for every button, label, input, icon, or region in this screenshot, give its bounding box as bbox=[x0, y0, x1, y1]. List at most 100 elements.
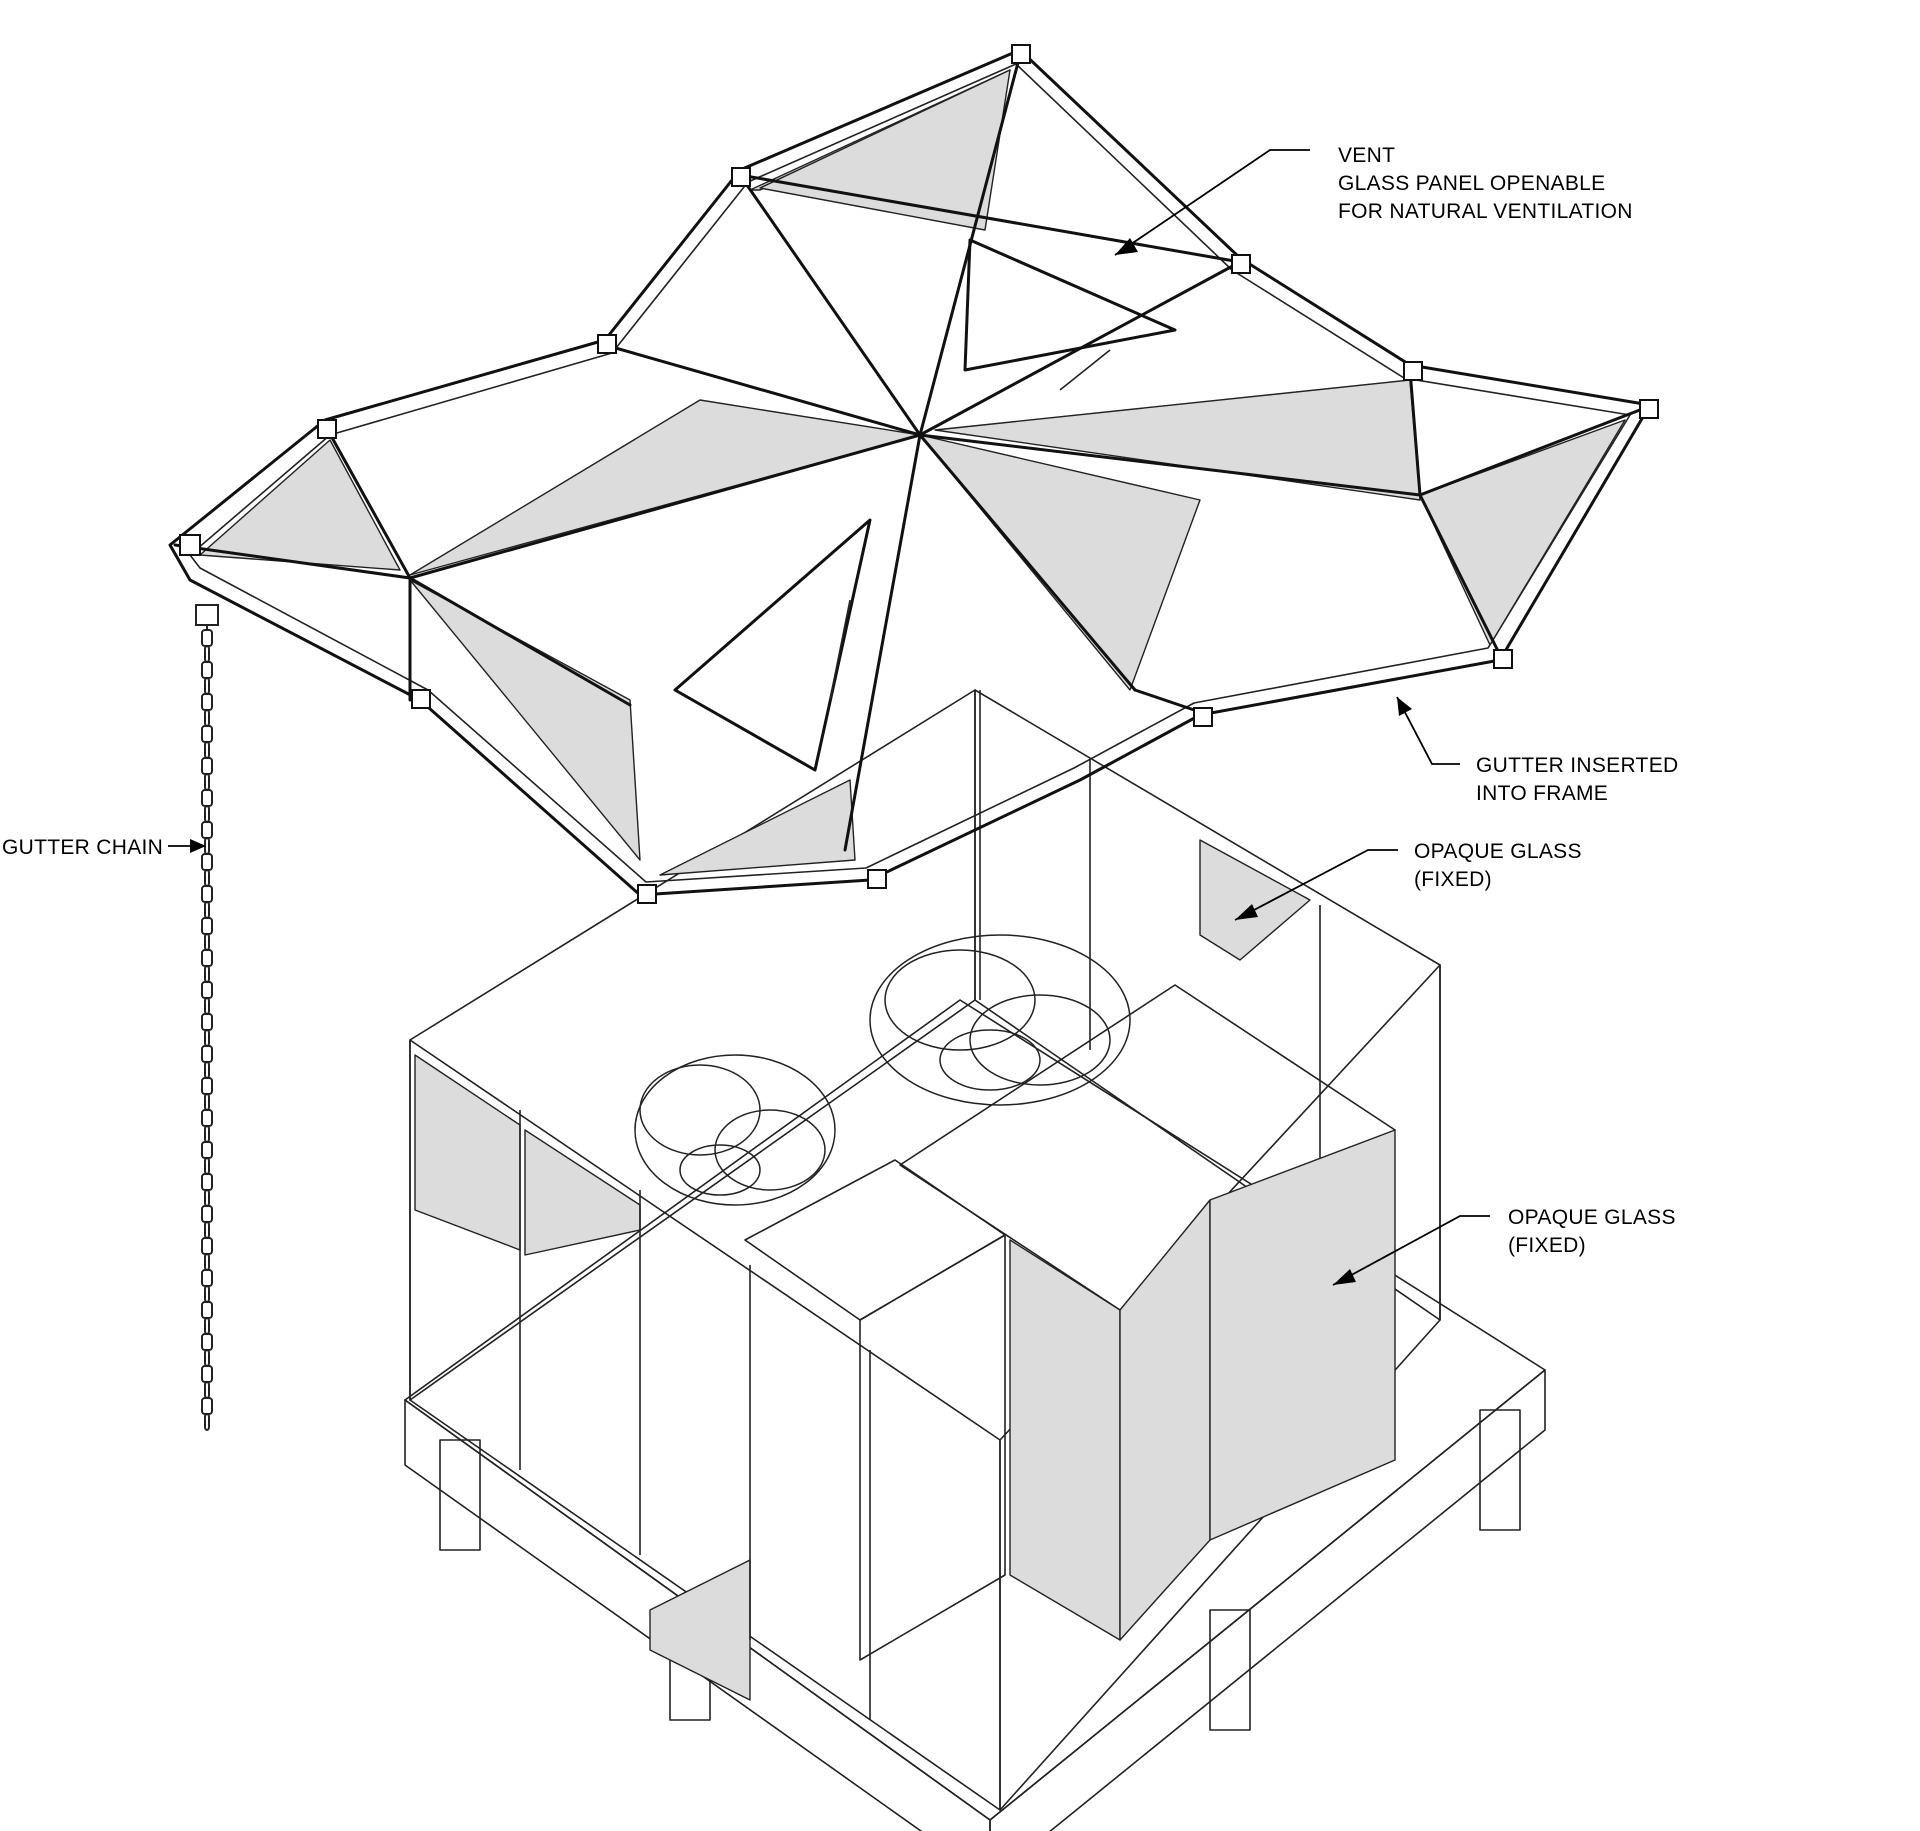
left-wall-opaque-panel bbox=[524, 1129, 641, 1256]
vent-line-1: GLASS PANEL OPENABLE bbox=[1338, 172, 1605, 195]
gutter-chain-icon bbox=[195, 604, 219, 1431]
chain-link bbox=[204, 677, 210, 695]
core-left-face bbox=[1009, 1239, 1121, 1641]
platform-leg bbox=[1479, 1409, 1521, 1531]
roof-inner-frame bbox=[189, 63, 1631, 883]
chain-link bbox=[201, 917, 213, 935]
leader-opaque-lower-arrow bbox=[1333, 1269, 1356, 1285]
chain-link bbox=[201, 1173, 213, 1191]
chain-link bbox=[204, 709, 210, 727]
core-small-box bbox=[744, 1159, 1006, 1321]
leader-gutter bbox=[1396, 696, 1460, 765]
leader-gutter-arrow bbox=[1397, 697, 1412, 716]
opaque-lower-line-1: OPAQUE GLASS bbox=[1508, 1206, 1676, 1229]
annotation-vent: VENT GLASS PANEL OPENABLE FOR NATURAL VE… bbox=[1338, 144, 1633, 223]
chain-link bbox=[204, 1189, 210, 1207]
chain-link bbox=[201, 693, 213, 711]
platform-right-face bbox=[989, 1369, 1546, 1831]
right-wall-opaque-panel bbox=[1199, 839, 1311, 961]
chain-link bbox=[204, 965, 210, 983]
chain-link bbox=[204, 645, 210, 663]
leader-vent bbox=[1114, 149, 1310, 256]
chain-link bbox=[204, 805, 210, 823]
vent-arm bbox=[829, 599, 851, 701]
chain-link bbox=[204, 1093, 210, 1111]
chain-link bbox=[204, 1413, 210, 1431]
vent-title: VENT bbox=[1338, 144, 1395, 167]
chain-link bbox=[204, 1221, 210, 1239]
chain-link bbox=[204, 901, 210, 919]
annotation-gutter-chain: GUTTER CHAIN bbox=[2, 836, 163, 859]
vent-arm bbox=[1059, 349, 1111, 391]
chain-link bbox=[201, 661, 213, 679]
vent-panel-lower bbox=[673, 518, 872, 772]
chain-link bbox=[204, 773, 210, 791]
chain-link bbox=[201, 949, 213, 967]
annotation-gutter: GUTTER INSERTED INTO FRAME bbox=[1476, 754, 1678, 805]
platform-front-face bbox=[404, 1399, 991, 1831]
annotation-opaque-lower: OPAQUE GLASS (FIXED) bbox=[1508, 1206, 1676, 1257]
left-wall-opaque-panel bbox=[414, 1054, 521, 1251]
chain-link bbox=[201, 853, 213, 871]
gutter-chain-label: GUTTER CHAIN bbox=[2, 836, 163, 859]
chain-link bbox=[201, 1013, 213, 1031]
frame-joints bbox=[179, 44, 1659, 904]
chain-link bbox=[204, 1125, 210, 1143]
roof-glass-facet bbox=[409, 399, 921, 576]
annotation-opaque-upper: OPAQUE GLASS (FIXED) bbox=[1414, 840, 1581, 891]
chain-link bbox=[204, 1061, 210, 1079]
chain-link bbox=[204, 933, 210, 951]
faceted-glass-roof bbox=[168, 44, 1659, 904]
chain-link bbox=[204, 1317, 210, 1335]
core-small-box-face bbox=[859, 1234, 1006, 1661]
opaque-lower-line-2: (FIXED) bbox=[1508, 1234, 1586, 1257]
chain-link bbox=[204, 1157, 210, 1175]
chain-link bbox=[201, 1269, 213, 1287]
core-right-face bbox=[1209, 1129, 1396, 1541]
leader-gutter-chain-arrow bbox=[190, 839, 206, 853]
core-front-face bbox=[1119, 1199, 1211, 1641]
chain-link bbox=[201, 1365, 213, 1383]
leader-opaque-upper-arrow bbox=[1235, 904, 1258, 920]
chain-link bbox=[204, 1285, 210, 1303]
chain-link bbox=[201, 1333, 213, 1351]
chain-link bbox=[201, 821, 213, 839]
chain-link bbox=[201, 629, 213, 647]
chain-link bbox=[201, 1045, 213, 1063]
chain-link bbox=[204, 1029, 210, 1047]
vent-panel-upper bbox=[963, 238, 1177, 372]
roof-outer-frame bbox=[168, 48, 1652, 897]
chain-link bbox=[201, 1237, 213, 1255]
leader-vent-arrow bbox=[1115, 238, 1138, 255]
platform-leg bbox=[439, 1439, 481, 1551]
leader-opaque-upper bbox=[1234, 849, 1398, 921]
chain-link bbox=[204, 869, 210, 887]
roof-glass-facet bbox=[759, 69, 1011, 231]
chain-link bbox=[201, 757, 213, 775]
leader-lines bbox=[168, 149, 1490, 1286]
roof-glass-facet bbox=[1419, 419, 1626, 646]
vent-line-2: FOR NATURAL VENTILATION bbox=[1338, 200, 1633, 223]
chain-link bbox=[201, 885, 213, 903]
chain-link bbox=[204, 1253, 210, 1271]
chain-link bbox=[201, 1301, 213, 1319]
glass-enclosure bbox=[409, 689, 1441, 1811]
opaque-upper-line-2: (FIXED) bbox=[1414, 868, 1492, 891]
gutter-line-2: INTO FRAME bbox=[1476, 782, 1608, 805]
chain-link bbox=[201, 1109, 213, 1127]
chain-link bbox=[204, 1381, 210, 1399]
chain-link bbox=[201, 1141, 213, 1159]
chain-link bbox=[204, 741, 210, 759]
chain-link bbox=[201, 981, 213, 999]
roof-glass-facet bbox=[659, 779, 856, 876]
chain-link bbox=[201, 1205, 213, 1223]
chain-link bbox=[201, 789, 213, 807]
left-wall-opaque-panel bbox=[649, 1559, 751, 1701]
back-left-wall bbox=[409, 689, 976, 1401]
leader-opaque-lower bbox=[1332, 1215, 1490, 1286]
shrub-icon bbox=[634, 934, 1131, 1206]
chain-link bbox=[201, 725, 213, 743]
gutter-line-1: GUTTER INSERTED bbox=[1476, 754, 1678, 777]
chain-link bbox=[204, 1349, 210, 1367]
